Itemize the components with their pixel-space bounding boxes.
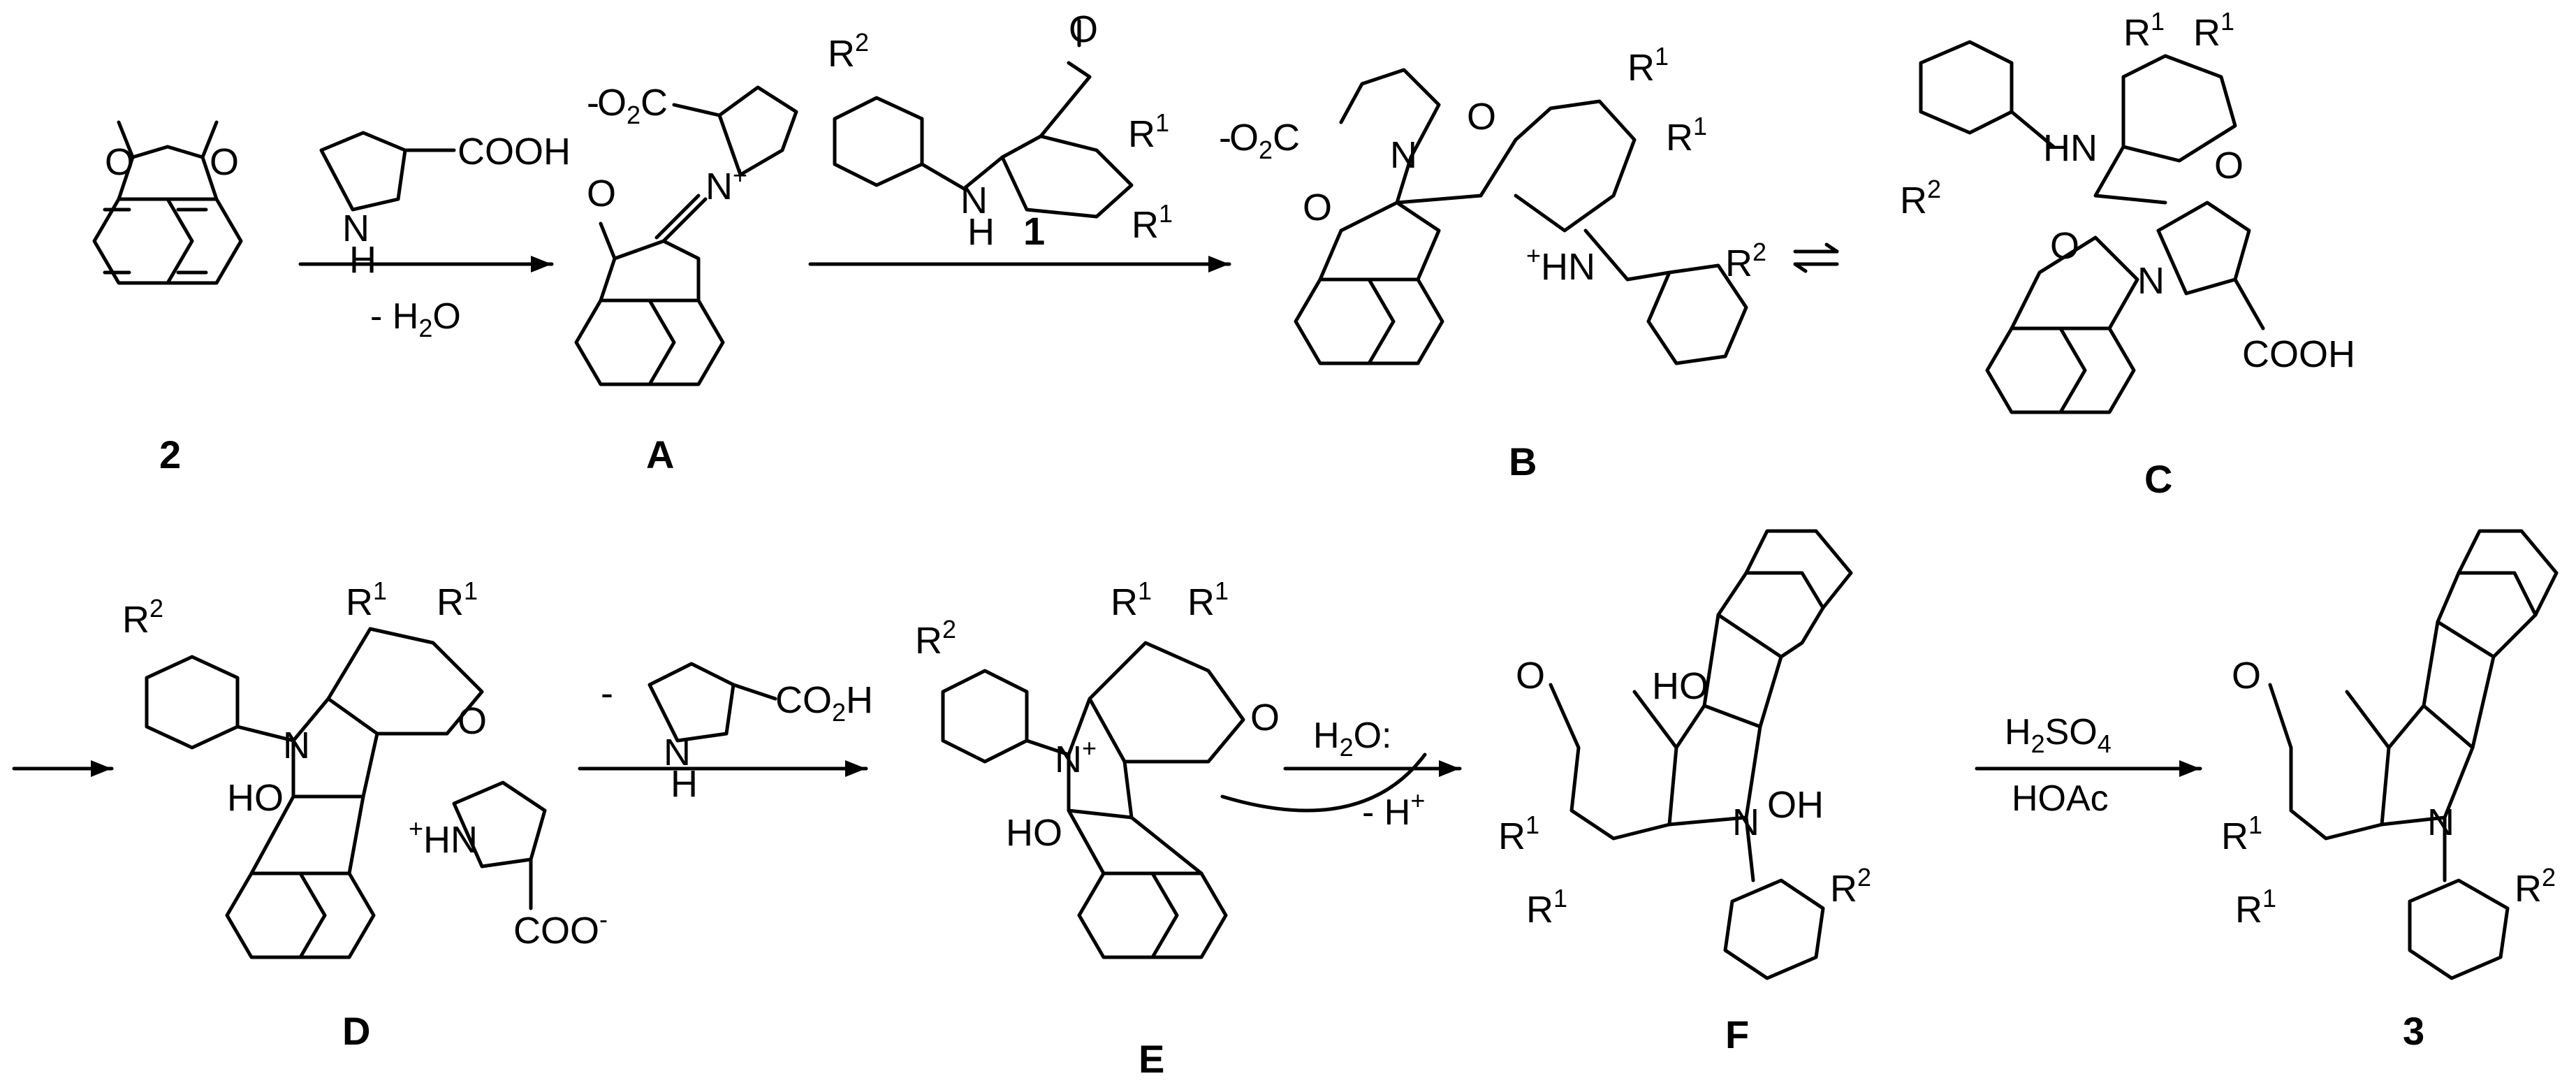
svg-text:R1: R1	[1498, 811, 1539, 857]
svg-text:N: N	[2427, 801, 2454, 843]
svg-text:O: O	[1069, 8, 1098, 50]
svg-text:R1: R1	[1526, 884, 1567, 931]
label-intermediate-C: C	[2144, 457, 2172, 501]
svg-text:R1: R1	[346, 576, 387, 623]
svg-text:N: N	[342, 208, 369, 249]
svg-text:-: -	[587, 82, 599, 124]
svg-text:O: O	[1303, 187, 1332, 228]
svg-text:-: -	[601, 672, 613, 714]
svg-text:H: H	[967, 211, 995, 253]
svg-text:R2: R2	[828, 28, 869, 75]
svg-text:N: N	[1390, 134, 1417, 176]
svg-text:O: O	[210, 141, 239, 183]
svg-text:HO: HO	[1652, 665, 1708, 707]
svg-text:O: O	[2214, 145, 2244, 187]
svg-text:R1: R1	[2221, 811, 2262, 857]
svg-text:HN: HN	[2043, 127, 2098, 169]
svg-text:+HN: +HN	[409, 814, 478, 861]
svg-text:R1: R1	[1132, 199, 1173, 246]
compound-2-structure: O O	[92, 120, 243, 285]
svg-text:O: O	[2232, 655, 2261, 697]
reagent-1-enaminone-structure: O R2 N H 1 R1 R1	[828, 8, 1173, 253]
svg-text:CO2H: CO2H	[775, 679, 873, 727]
svg-text:R2: R2	[1830, 863, 1871, 910]
svg-text:HO: HO	[227, 777, 284, 819]
svg-text:R2: R2	[1725, 238, 1766, 284]
condition-minus-water: - H2O	[370, 296, 461, 342]
svg-text:N: N	[960, 180, 988, 221]
intermediate-A-structure: O N+ - O2C	[574, 82, 798, 386]
svg-text:N+: N+	[705, 161, 747, 208]
svg-text:R1: R1	[2123, 7, 2165, 54]
svg-text:-: -	[1219, 117, 1231, 159]
label-product-3: 3	[2403, 1009, 2424, 1053]
svg-text:R1: R1	[2235, 884, 2276, 931]
condition-water-lone-pair: H2O:	[1313, 715, 1392, 762]
svg-text:COOH: COOH	[2242, 333, 2355, 375]
svg-text:N+: N+	[1055, 734, 1097, 780]
svg-text:COO-: COO-	[513, 905, 608, 952]
intermediate-E-structure: R2 N+ R1 R1 O HO	[915, 576, 1280, 959]
svg-text:O: O	[458, 700, 487, 742]
svg-text:1: 1	[1023, 209, 1045, 253]
svg-text:O: O	[105, 141, 134, 183]
label-intermediate-E: E	[1139, 1037, 1164, 1081]
svg-text:R1: R1	[1128, 108, 1169, 155]
svg-text:R1: R1	[1627, 42, 1669, 89]
reaction-arrow-6-head	[2179, 760, 2200, 777]
svg-text:O: O	[1516, 655, 1545, 697]
svg-text:COOH: COOH	[458, 131, 571, 173]
svg-text:+HN: +HN	[1526, 241, 1595, 288]
svg-text:N: N	[664, 732, 691, 773]
svg-text:N: N	[283, 725, 310, 766]
svg-text:O2C: O2C	[1229, 117, 1300, 164]
svg-text:R1: R1	[2193, 7, 2234, 54]
svg-text:O2C: O2C	[597, 82, 668, 129]
svg-text:R2: R2	[2515, 863, 2556, 910]
proline-leaving-structure: - N H CO2H	[601, 662, 873, 805]
label-intermediate-B: B	[1509, 439, 1537, 484]
svg-text:R2: R2	[1900, 175, 1941, 221]
label-intermediate-A: A	[646, 433, 674, 477]
svg-text:R2: R2	[915, 615, 956, 662]
svg-text:R1: R1	[437, 576, 478, 623]
condition-acetic-acid: HOAc	[2012, 778, 2109, 819]
label-compound-2: 2	[159, 433, 181, 477]
reaction-arrow-1-head	[531, 256, 552, 272]
svg-text:N: N	[2137, 260, 2165, 302]
svg-text:R1: R1	[1187, 576, 1229, 623]
intermediate-D-structure: R2 N R1 R1 O HO +HN COO-	[122, 576, 608, 959]
svg-text:O: O	[1250, 697, 1280, 739]
svg-text:R1: R1	[1111, 576, 1152, 623]
svg-text:O: O	[2050, 225, 2079, 267]
svg-text:R1: R1	[1666, 112, 1707, 159]
reaction-arrow-2-head	[1208, 256, 1229, 272]
reaction-arrow-3-head	[91, 760, 112, 777]
svg-text:OH: OH	[1767, 784, 1824, 826]
condition-sulfuric-acid: H2SO4	[2005, 712, 2112, 758]
intermediate-C-structure: R2 HN R1 R1 O O N COOH	[1900, 7, 2355, 414]
svg-text:N: N	[1732, 801, 1759, 843]
condition-minus-proton: - H+	[1362, 786, 1425, 833]
reaction-arrow-5-head	[1439, 760, 1460, 777]
intermediate-B-structure: O N - O2C O R1 R1 +HN R2	[1219, 42, 1766, 365]
svg-text:HO: HO	[1006, 812, 1062, 854]
svg-text:R2: R2	[122, 594, 163, 641]
label-intermediate-D: D	[342, 1009, 370, 1053]
intermediate-F-structure: O HO OH N R1 R1 R2	[1498, 529, 1871, 980]
svg-text:O: O	[587, 173, 616, 215]
curved-arrow-water-attack	[1220, 753, 1427, 813]
reaction-arrow-4-head	[845, 760, 866, 777]
proline-reagent-structure: N H COOH	[319, 131, 571, 281]
equilibrium-arrows	[1793, 242, 1839, 273]
product-3-structure: O N R1 R1 R2	[2221, 529, 2559, 980]
label-intermediate-F: F	[1725, 1012, 1749, 1056]
svg-text:O: O	[1467, 96, 1496, 138]
svg-text:H: H	[349, 239, 376, 281]
